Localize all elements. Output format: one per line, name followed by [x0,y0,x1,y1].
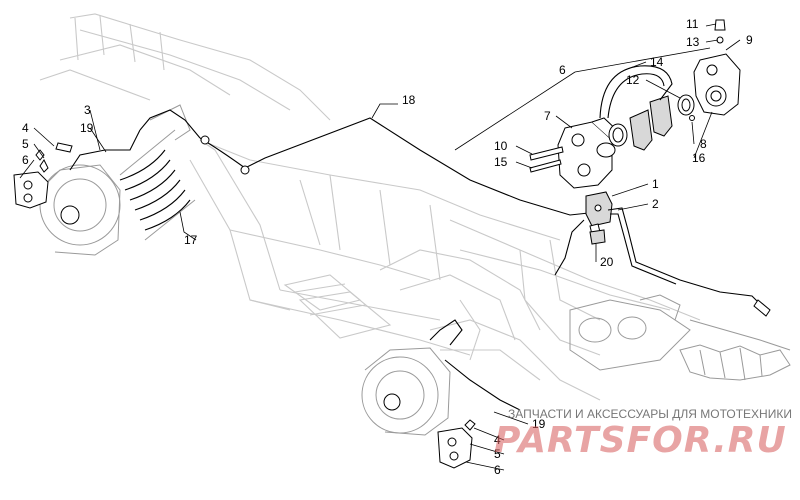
callout-4-right: 4 [494,433,501,447]
front-brake-line [607,207,765,309]
callout-2: 2 [652,197,659,211]
callout-6-right: 6 [494,463,501,477]
front-brake-caliper [437,419,476,469]
front-hub-assembly [361,319,521,436]
callout-12: 12 [626,73,640,87]
callout-9: 9 [746,33,753,47]
bleeder-screw [714,19,726,31]
atv-frame-drawing [39,13,791,401]
callout-7: 7 [544,109,551,123]
callout-11: 11 [686,17,699,31]
callout-numbers: 18 6 11 13 9 14 12 7 10 15 8 16 1 2 20 3… [22,17,753,477]
line-clip [240,165,250,175]
caliper-piston [596,142,616,158]
o-ring [689,115,695,121]
callout-20: 20 [600,255,614,269]
brake-line [199,117,599,216]
callout-19-right: 19 [532,417,546,431]
brake-line-rear-section [139,109,201,139]
watermark: ЗАПЧАСТИ И АКСЕССУАРЫ ДЛЯ МОТОТЕХНИКИ PA… [494,407,792,461]
callout-18: 18 [402,93,416,107]
callout-6-group: 6 [559,63,566,77]
rear-hub-assembly [39,104,196,256]
rear-brake-caliper [13,142,73,209]
leader-lines [19,23,741,471]
pad-spring [599,65,673,119]
callout-1: 1 [652,177,659,191]
callout-13: 13 [686,35,700,49]
banjo-fitting [753,299,771,317]
callout-5-right: 5 [494,447,501,461]
callout-8: 8 [700,137,707,151]
brake-distribution-block [585,191,613,245]
callout-15: 15 [494,155,508,169]
callout-4-left: 4 [22,121,29,135]
callout-10: 10 [494,139,508,153]
caliper-body [557,117,623,189]
caliper-pin [529,159,562,173]
line-fitting [200,135,210,145]
caliper-housing [693,53,741,116]
callout-14: 14 [650,55,664,69]
callout-19-left: 19 [80,121,94,135]
caliper-bolt [529,146,564,161]
group-bracket [454,47,711,151]
watermark-logo: PARTSFOR.RU [494,420,787,461]
front-brake-line-inner [610,213,677,285]
brake-pad-outer [649,95,673,137]
callout-3: 3 [84,103,91,117]
watermark-caption: ЗАПЧАСТИ И АКСЕССУАРЫ ДЛЯ МОТОТЕХНИКИ [508,407,792,421]
callout-6-left: 6 [22,153,29,167]
brake-pad-inner [629,109,653,151]
front-brake-line-drop [554,219,585,276]
callout-5-left: 5 [22,137,29,151]
callout-17: 17 [184,233,198,247]
callout-16: 16 [692,151,706,165]
